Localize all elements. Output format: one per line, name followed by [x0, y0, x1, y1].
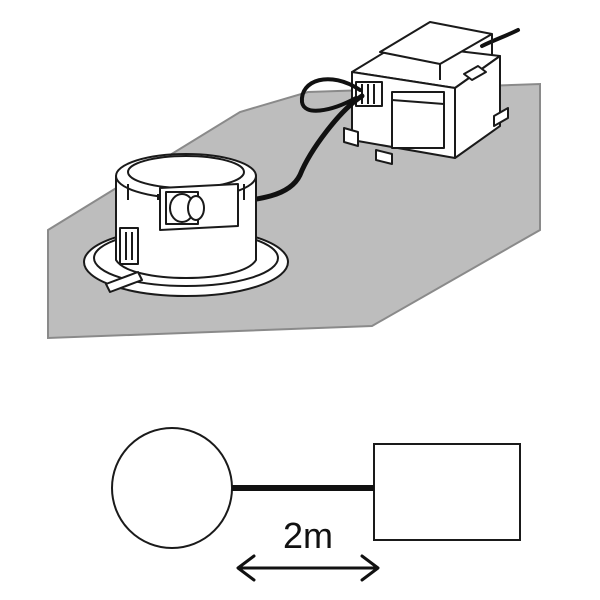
- driver-symbol: [373, 443, 521, 541]
- installation-illustration: [47, 21, 541, 340]
- driver-input-cable: [480, 28, 520, 48]
- distance-schematic: 2m: [111, 427, 521, 582]
- driver-loop-cable: [299, 77, 362, 113]
- downlight-symbol: [111, 427, 233, 549]
- downlight-fixture: [83, 153, 289, 297]
- distance-arrow: [236, 554, 380, 582]
- led-driver-box: [343, 21, 509, 165]
- distance-label: 2m: [283, 515, 333, 556]
